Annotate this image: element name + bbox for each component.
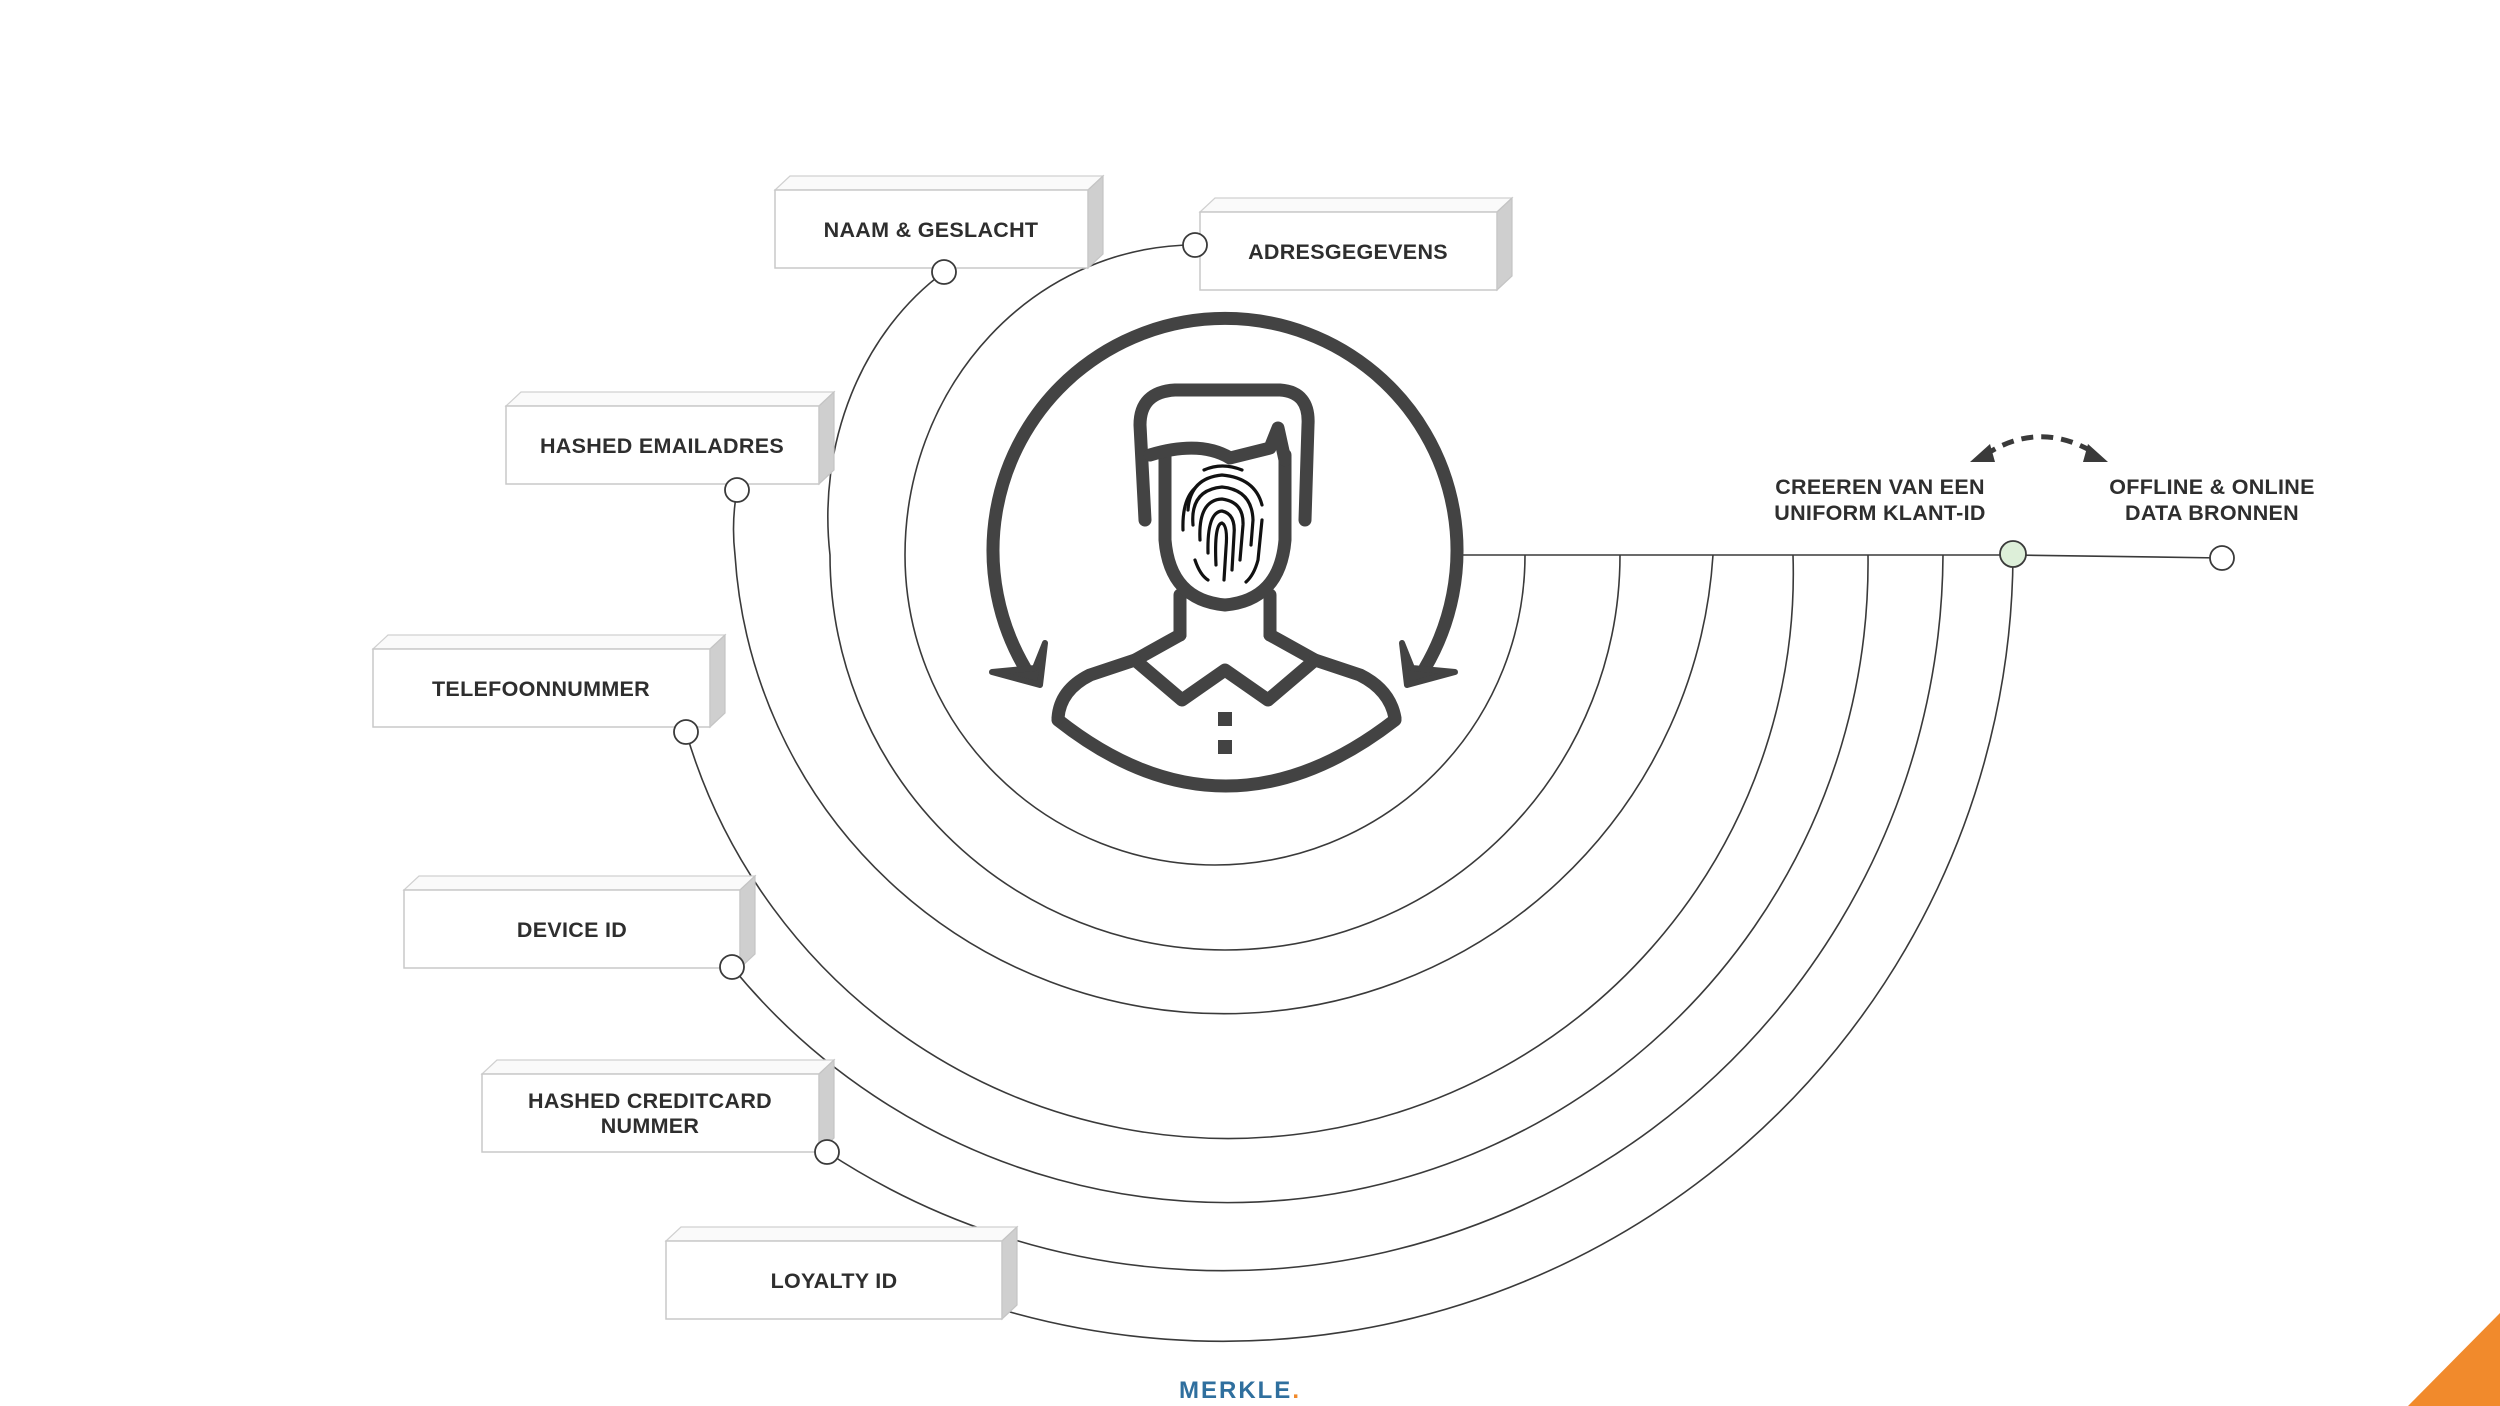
box-naam-geslacht: NAAM & GESLACHT [773,174,1105,270]
svg-text:MERKLE.: MERKLE. [1179,1377,1301,1404]
box-telefoonnummer: TELEFOONNUMMER [371,633,727,729]
person-fingerprint-icon [986,312,1464,793]
label-sources-line2: DATA BRONNEN [2125,501,2299,525]
label-loyalty-id: LOYALTY ID [771,1269,898,1293]
arc-hashed-emailadres [732,489,1714,1015]
corner-accent [2408,1313,2500,1406]
data-bronnen-label: OFFLINE & ONLINE DATA BRONNEN [2109,475,2314,525]
connector-arcs [685,244,2223,1343]
box-loyalty-id: LOYALTY ID [664,1225,1019,1321]
arc-device-id [731,554,1869,1204]
brand-dot: . [1292,1377,1301,1404]
label-hashed-creditcard-line2: NUMMER [601,1114,700,1138]
node-hashed-emailadres [724,477,750,503]
rotate-arrows-icon [989,640,1458,688]
node-adresgegevens [1182,232,1208,258]
arc-telefoonnummer [685,554,1795,1140]
box-device-id: DEVICE ID [402,874,757,970]
node-device-id [719,954,745,980]
arc-naam-geslacht [827,271,1621,951]
node-naam-geslacht [931,259,957,285]
node-data-bronnen [2209,545,2235,571]
sources-line [2012,554,2223,559]
label-sources-line1: OFFLINE & ONLINE [2109,475,2314,499]
box-hashed-emailadres: HASHED EMAILADRES [504,390,836,486]
box-adresgegevens: ADRESGEGEVENS [1198,196,1514,292]
label-uniform-line2: UNIFORM KLANT-ID [1774,501,1985,525]
node-creditcard [814,1139,840,1165]
label-hashed-creditcard: HASHED CREDITCARD [528,1089,772,1113]
arc-loyalty-id [1002,554,2014,1343]
label-hashed-emailadres: HASHED EMAILADRES [540,434,784,458]
fingerprint-icon [1181,464,1264,584]
label-naam-geslacht: NAAM & GESLACHT [824,218,1039,242]
connector-nodes [673,232,2235,1165]
bidirectional-arrow-icon [1970,434,2108,462]
uniform-klant-id-label: CREEREN VAN EEN UNIFORM KLANT-ID [1774,475,1985,525]
node-uniform-klant-id [1999,540,2027,568]
node-telefoonnummer [673,719,699,745]
label-uniform-line1: CREEREN VAN EEN [1775,475,1985,499]
label-device-id: DEVICE ID [517,918,627,942]
arc-creditcard [826,554,1944,1272]
arc-adresgegevens [904,244,1526,866]
brand-name: MERKLE [1179,1377,1292,1404]
label-adresgegevens: ADRESGEGEVENS [1248,240,1448,264]
merkle-logo: MERKLE. [1179,1377,1301,1404]
box-hashed-creditcard: HASHED CREDITCARD NUMMER [480,1058,836,1154]
label-telefoonnummer: TELEFOONNUMMER [432,677,650,701]
